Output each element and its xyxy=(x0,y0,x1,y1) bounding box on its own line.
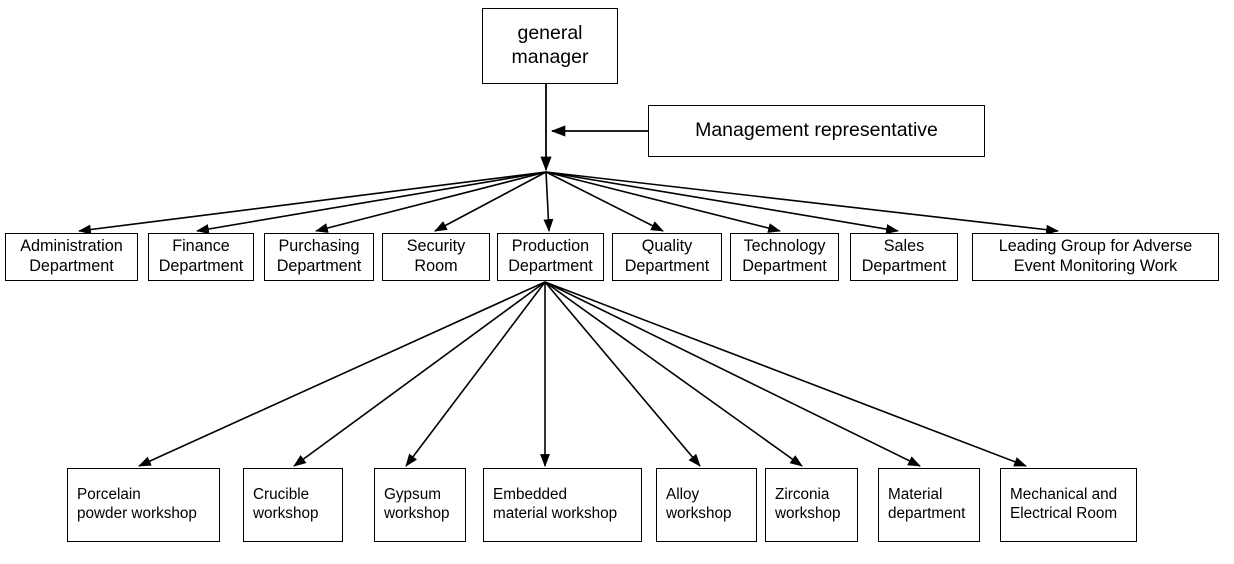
node-management-representative[interactable]: Management representative xyxy=(648,105,985,157)
node-zirconia-workshop-line2: workshop xyxy=(775,505,841,522)
node-leading-group-adverse-event[interactable]: Leading Group for Adverse Event Monitori… xyxy=(972,233,1219,281)
node-alloy-workshop[interactable]: Alloy workshop xyxy=(656,468,757,542)
node-general-manager-line1: general xyxy=(517,22,583,45)
node-crucible-workshop-line2: workshop xyxy=(253,505,319,522)
node-mechanical-electrical-room-line2: Electrical Room xyxy=(1010,505,1118,522)
node-quality-department-line2: Department xyxy=(624,257,710,275)
node-technology-department[interactable]: Technology Department xyxy=(730,233,839,281)
node-production-department[interactable]: Production Department xyxy=(497,233,604,281)
node-gypsum-workshop[interactable]: Gypsum workshop xyxy=(374,468,466,542)
node-sales-department[interactable]: Sales Department xyxy=(850,233,958,281)
node-purchasing-department-line2: Department xyxy=(276,257,362,275)
node-quality-department[interactable]: Quality Department xyxy=(612,233,722,281)
node-management-representative-label: Management representative xyxy=(695,119,938,142)
node-sales-department-line1: Sales xyxy=(883,237,925,256)
node-porcelain-powder-workshop[interactable]: Porcelain powder workshop xyxy=(67,468,220,542)
node-crucible-workshop-line1: Crucible xyxy=(253,486,310,504)
node-purchasing-department[interactable]: Purchasing Department xyxy=(264,233,374,281)
node-purchasing-department-line1: Purchasing xyxy=(278,237,360,256)
node-material-department-line2: department xyxy=(888,505,966,522)
node-administration-department-line2: Department xyxy=(29,257,114,275)
node-zirconia-workshop[interactable]: Zirconia workshop xyxy=(765,468,858,542)
node-gypsum-workshop-line1: Gypsum xyxy=(384,486,441,504)
node-administration-department[interactable]: Administration Department xyxy=(5,233,138,281)
node-finance-department-line2: Department xyxy=(158,257,244,275)
node-finance-department[interactable]: Finance Department xyxy=(148,233,254,281)
node-embedded-material-workshop-line2: material workshop xyxy=(493,505,618,522)
node-alloy-workshop-line2: workshop xyxy=(666,505,732,522)
node-gypsum-workshop-line2: workshop xyxy=(384,505,450,522)
node-sales-department-line2: Department xyxy=(861,257,947,275)
edges-hub-to-departments xyxy=(78,171,1059,235)
node-finance-department-line1: Finance xyxy=(172,237,230,256)
node-mechanical-electrical-room-line1: Mechanical and xyxy=(1010,486,1118,504)
node-quality-department-line1: Quality xyxy=(641,237,693,256)
node-embedded-material-workshop[interactable]: Embedded material workshop xyxy=(483,468,642,542)
node-security-room-line2: Room xyxy=(414,257,458,275)
node-production-department-line1: Production xyxy=(511,237,590,256)
node-technology-department-line2: Department xyxy=(742,257,827,275)
node-zirconia-workshop-line1: Zirconia xyxy=(775,486,830,504)
node-material-department[interactable]: Material department xyxy=(878,468,980,542)
node-alloy-workshop-line1: Alloy xyxy=(666,486,700,504)
node-production-department-line2: Department xyxy=(508,257,593,275)
edges-production-to-workshops xyxy=(138,281,1027,467)
node-security-room[interactable]: Security Room xyxy=(382,233,490,281)
node-general-manager-line2: manager xyxy=(511,46,589,68)
node-administration-department-line1: Administration xyxy=(20,237,123,256)
node-leading-group-adverse-event-line1: Leading Group for Adverse xyxy=(998,237,1193,256)
node-general-manager[interactable]: general manager xyxy=(482,8,618,84)
node-leading-group-adverse-event-line2: Event Monitoring Work xyxy=(1013,257,1178,275)
node-mechanical-electrical-room[interactable]: Mechanical and Electrical Room xyxy=(1000,468,1137,542)
node-material-department-line1: Material xyxy=(888,486,943,504)
node-crucible-workshop[interactable]: Crucible workshop xyxy=(243,468,343,542)
node-security-room-line1: Security xyxy=(406,237,466,256)
node-porcelain-powder-workshop-line2: powder workshop xyxy=(77,505,197,522)
node-technology-department-line1: Technology xyxy=(743,237,826,256)
node-porcelain-powder-workshop-line1: Porcelain xyxy=(77,486,141,504)
node-embedded-material-workshop-line1: Embedded xyxy=(493,486,567,504)
